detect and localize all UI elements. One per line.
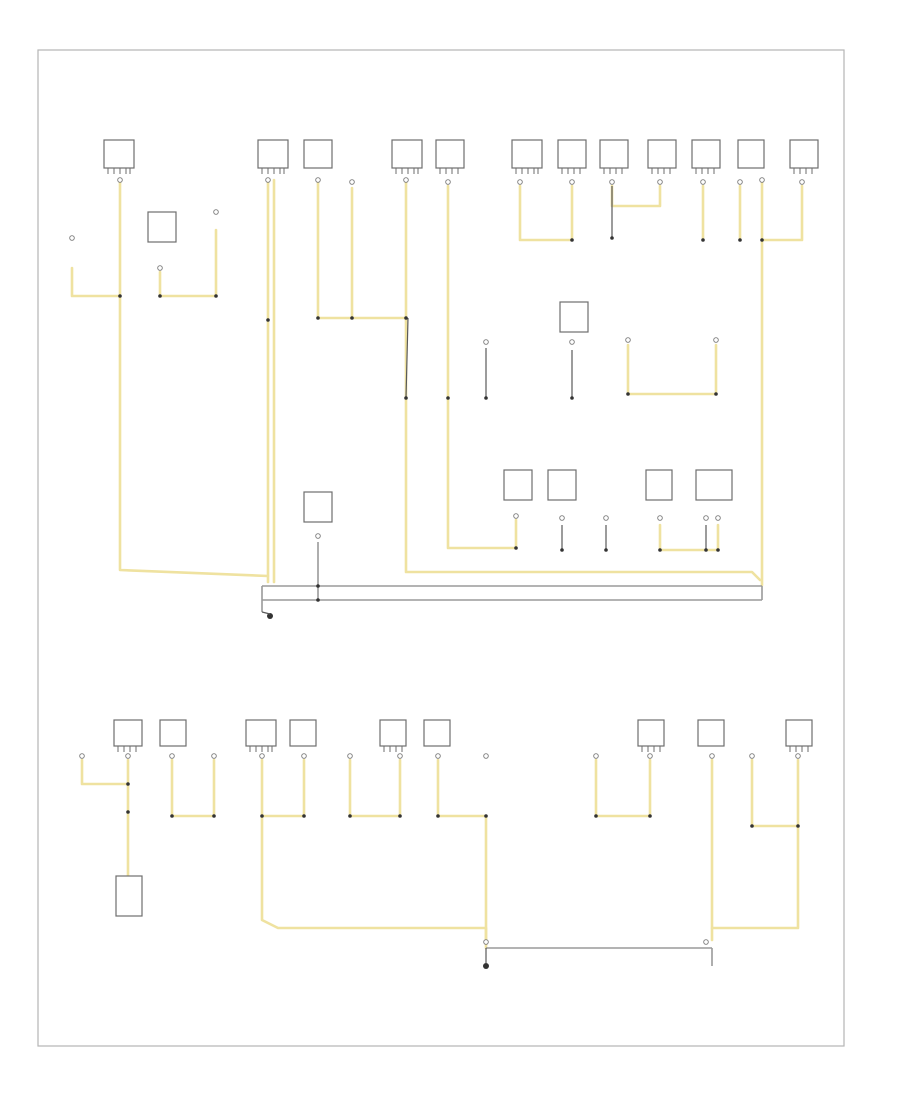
lower-ground-bus [486,947,713,966]
upper-thin-wires [405,186,707,550]
upper-ground-symbol [261,611,273,619]
lower-terminals [79,753,801,945]
lower-components [113,719,813,917]
upper-ground-bus [261,542,763,612]
lower-ground-symbol [483,948,489,969]
lower-splices [126,782,800,828]
diagram-frame [37,49,845,1047]
upper-section [69,139,819,619]
lower-pins [117,746,809,752]
lower-section [79,719,813,969]
upper-pins [107,168,813,174]
upper-splices [118,236,764,602]
upper-terminals [69,177,805,539]
upper-components [103,139,819,523]
